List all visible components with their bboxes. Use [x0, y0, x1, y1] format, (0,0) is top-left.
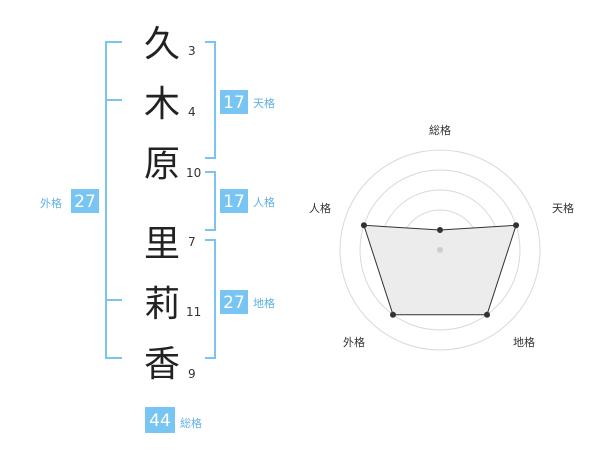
radar-ring-5 [339, 149, 541, 351]
radar-axis-label-5: 人格 [309, 201, 331, 215]
radar-center-dot [437, 247, 443, 253]
character-1: 久 [144, 24, 180, 65]
radar-axis-label-1: 総格 [429, 123, 451, 137]
stroke-count-5: 11 [186, 305, 201, 319]
radar-axis-label-2: 天格 [552, 201, 574, 215]
tenkaku-label: 天格 [253, 96, 275, 110]
jinkaku-value: 17 [223, 192, 245, 212]
stroke-count-3: 10 [186, 166, 201, 180]
character-6: 香 [144, 344, 180, 385]
radar-area [363, 224, 517, 316]
stroke-count-4: 7 [188, 235, 196, 249]
soukaku-label: 総格 [180, 416, 202, 430]
radar-point-4 [389, 311, 396, 318]
stroke-count-6: 9 [188, 367, 196, 381]
gaikaku-bracket [105, 41, 122, 359]
gaikaku-box [71, 189, 99, 213]
jinkaku-badge: 17 人格 [220, 189, 275, 213]
name-characters: 久 木 原 里 莉 香 [144, 24, 180, 385]
radar-ring-4 [359, 169, 521, 331]
jinkaku-box [220, 189, 248, 213]
gaikaku-badge: 外格 27 [40, 189, 99, 213]
radar-point-3 [484, 311, 491, 318]
stroke-count-1: 3 [188, 44, 196, 58]
jinkaku-label: 人格 [253, 195, 275, 209]
soukaku-badge: 44 総格 [145, 407, 202, 433]
radar-axis-label-4: 外格 [343, 335, 365, 349]
chikaku-value: 27 [223, 293, 245, 313]
chikaku-box [220, 290, 248, 314]
gaikaku-label: 外格 [40, 196, 62, 210]
radar-point-1 [437, 227, 443, 233]
soukaku-box [145, 407, 175, 433]
character-5: 莉 [144, 284, 180, 325]
chikaku-badge: 27 地格 [220, 290, 275, 314]
stroke-count-2: 4 [188, 105, 196, 119]
soukaku-value: 44 [149, 411, 171, 431]
character-2: 木 [144, 84, 180, 125]
stroke-counts: 3 4 10 7 11 9 [186, 44, 201, 381]
radar-point-2 [513, 222, 520, 229]
character-4: 里 [144, 224, 180, 265]
tenkaku-badge: 17 天格 [220, 90, 275, 114]
tenkaku-value: 17 [223, 93, 245, 113]
jinkaku-bracket [205, 171, 216, 231]
radar-point-5 [360, 222, 367, 229]
tenkaku-box [220, 90, 248, 114]
radar-points [360, 222, 520, 318]
tenkaku-bracket [205, 41, 216, 159]
radar-axis-label-3: 地格 [513, 335, 535, 349]
chikaku-bracket [205, 239, 216, 359]
radar-chart: 総格 天格 地格 外格 人格 [309, 123, 574, 351]
chikaku-label: 地格 [253, 296, 275, 310]
gaikaku-value: 27 [74, 192, 96, 212]
character-3: 原 [144, 144, 180, 185]
